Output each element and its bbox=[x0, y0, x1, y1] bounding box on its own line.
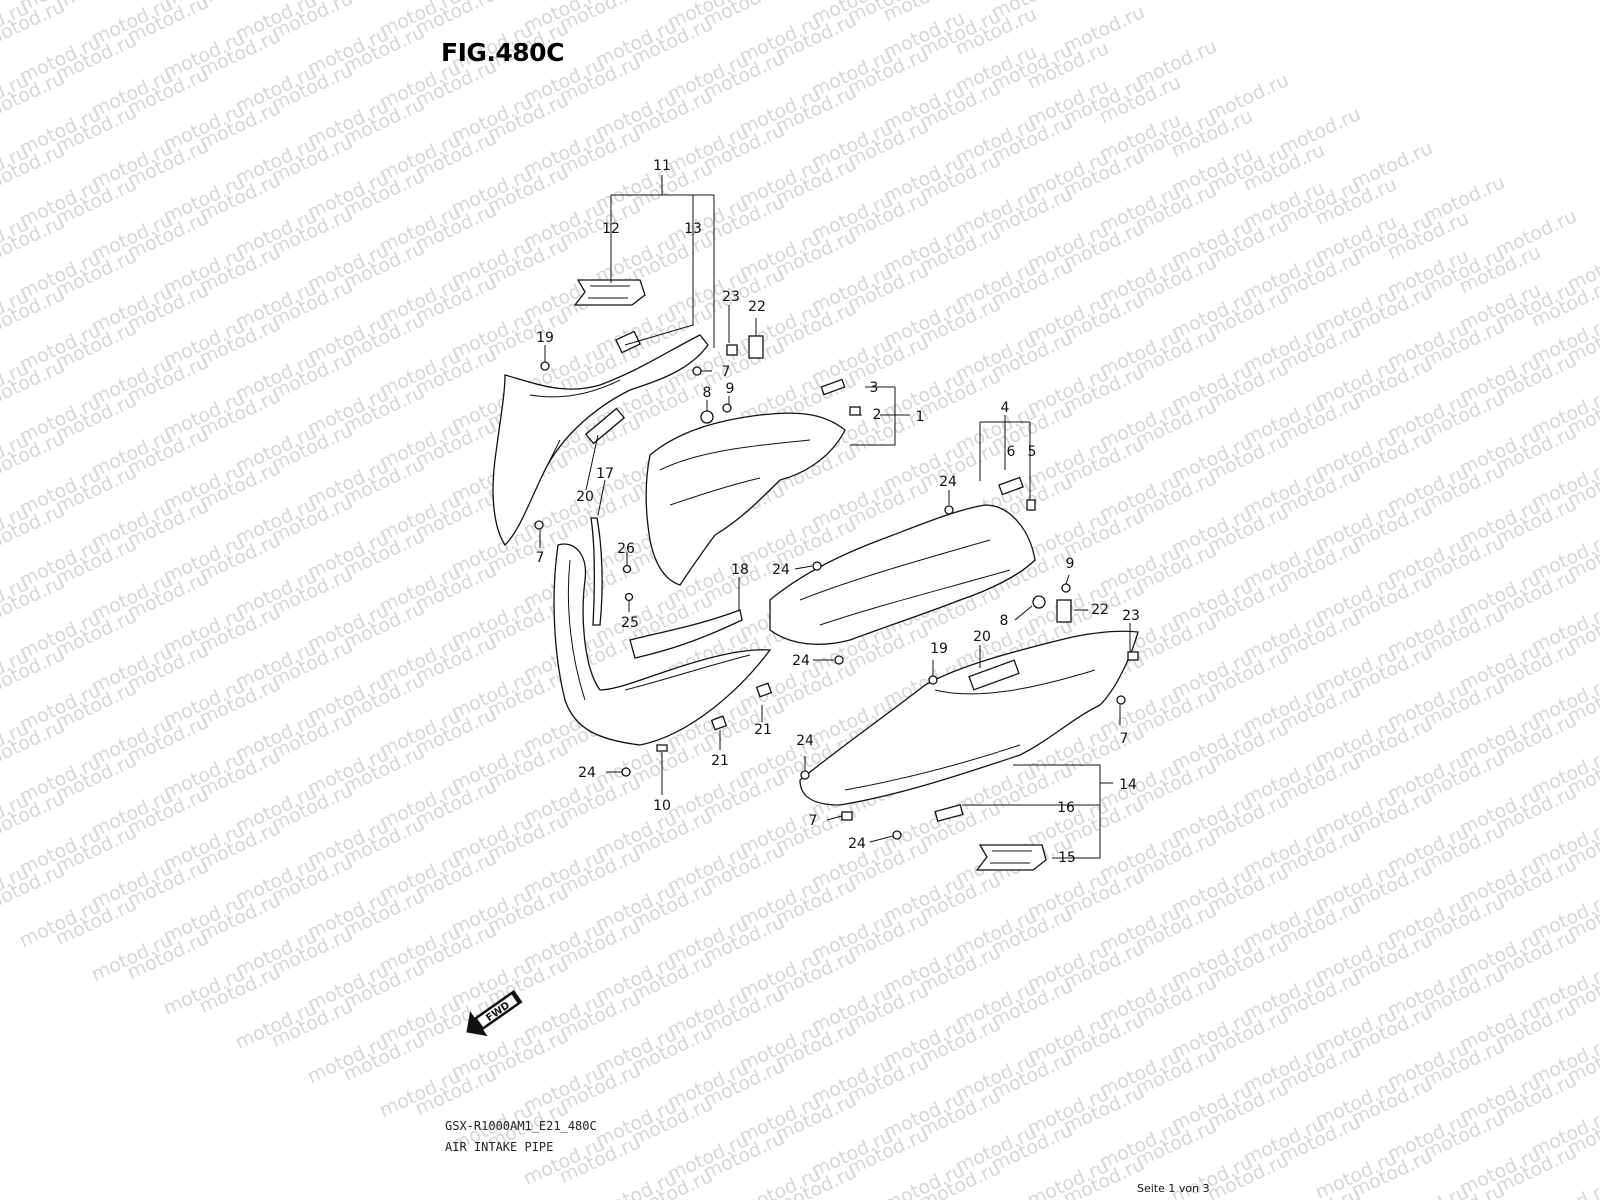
air-intake-pipe-right-rib bbox=[799, 539, 1011, 626]
callout-24-upper: 24 bbox=[939, 474, 957, 490]
callout-19-left: 19 bbox=[536, 330, 554, 346]
pad-23-lower bbox=[1127, 651, 1139, 661]
model-code: GSX-R1000AM1_E21_480C bbox=[445, 1119, 597, 1133]
callout-11: 11 bbox=[653, 158, 671, 174]
callout-4: 4 bbox=[1001, 400, 1010, 416]
callout-15: 15 bbox=[1058, 850, 1076, 866]
air-intake-pipe-left bbox=[645, 412, 846, 586]
callout-7-right: 7 bbox=[1120, 731, 1129, 747]
cushion-8-right bbox=[1032, 595, 1046, 609]
screw-9-left bbox=[722, 403, 732, 413]
callout-21-a: 21 bbox=[754, 722, 772, 738]
clip-24-right-lower bbox=[800, 770, 810, 780]
emblem-upper bbox=[573, 279, 646, 306]
clip-19-left bbox=[540, 361, 550, 371]
figure-title: FIG.480C bbox=[441, 38, 564, 67]
screw-26 bbox=[622, 564, 632, 574]
callout-21-b: 21 bbox=[711, 753, 729, 769]
clip-24-upper bbox=[944, 505, 954, 515]
stay-bracket bbox=[629, 609, 743, 659]
seal-3 bbox=[820, 378, 846, 396]
callout-22-lower: 22 bbox=[1091, 602, 1109, 618]
callout-1: 1 bbox=[916, 409, 925, 425]
callout-9-left: 9 bbox=[726, 381, 735, 397]
leader-lines bbox=[539, 175, 1131, 859]
right-lower-cover-edge bbox=[844, 669, 1096, 791]
callout-7-lower: 7 bbox=[809, 813, 818, 829]
callout-9-right: 9 bbox=[1066, 556, 1075, 572]
nut-7-right bbox=[1116, 695, 1126, 705]
screw-25 bbox=[624, 592, 634, 602]
callout-5: 5 bbox=[1028, 444, 1037, 460]
callout-14: 14 bbox=[1119, 777, 1137, 793]
callout-7-upper: 7 bbox=[722, 364, 731, 380]
callout-25: 25 bbox=[621, 615, 639, 631]
seal-2 bbox=[849, 406, 861, 416]
callout-2: 2 bbox=[873, 407, 882, 423]
clip-24-bottom bbox=[892, 830, 902, 840]
callout-8-right: 8 bbox=[1000, 613, 1009, 629]
callout-20-right: 20 bbox=[973, 629, 991, 645]
air-intake-pipe-right bbox=[769, 504, 1036, 645]
tape-16 bbox=[934, 804, 964, 822]
callout-7-left: 7 bbox=[536, 550, 545, 566]
clip-24-left-lower bbox=[621, 767, 631, 777]
seal-20-left bbox=[584, 407, 626, 445]
callout-17: 17 bbox=[596, 466, 614, 482]
left-lower-duct-panel bbox=[553, 543, 772, 746]
callout-12: 12 bbox=[602, 221, 620, 237]
emblem-lower bbox=[975, 844, 1047, 871]
cushion-8-left bbox=[700, 410, 714, 424]
seal-21-a bbox=[755, 682, 773, 698]
clip-24-center bbox=[812, 561, 822, 571]
nut-10 bbox=[656, 744, 668, 752]
callout-10: 10 bbox=[653, 798, 671, 814]
seal-5 bbox=[1026, 499, 1036, 511]
seal-22-lower bbox=[1056, 599, 1072, 623]
figure-name: AIR INTAKE PIPE bbox=[445, 1140, 554, 1154]
left-upper-cover-panel bbox=[492, 334, 709, 547]
callout-19-right: 19 bbox=[930, 641, 948, 657]
seal-21-b bbox=[710, 715, 728, 731]
callout-26: 26 bbox=[617, 541, 635, 557]
callout-24-center: 24 bbox=[772, 562, 790, 578]
right-lower-cover-panel bbox=[799, 630, 1139, 806]
callout-6: 6 bbox=[1007, 444, 1016, 460]
callout-20-left: 20 bbox=[576, 489, 594, 505]
callout-24-lower-center: 24 bbox=[792, 653, 810, 669]
callout-16: 16 bbox=[1057, 800, 1075, 816]
duct-bracket bbox=[590, 517, 603, 626]
page-number: Seite 1 von 3 bbox=[1137, 1182, 1210, 1195]
callout-24-right-lower: 24 bbox=[796, 733, 814, 749]
fwd-arrow: FWD bbox=[466, 990, 523, 1037]
seal-6 bbox=[998, 476, 1024, 496]
clip-19-right bbox=[928, 675, 938, 685]
nut-7-upper bbox=[692, 366, 702, 376]
callout-8-left: 8 bbox=[703, 385, 712, 401]
air-intake-pipe-left-rib bbox=[659, 439, 811, 506]
callout-23-lower: 23 bbox=[1122, 608, 1140, 624]
nut-7-lower bbox=[841, 811, 853, 821]
tape-13 bbox=[615, 330, 641, 354]
nut-7-left bbox=[534, 520, 544, 530]
callout-22-upper: 22 bbox=[748, 299, 766, 315]
callout-24-bottom: 24 bbox=[848, 836, 866, 852]
seal-22-upper bbox=[748, 335, 764, 359]
callout-labels: 11 12 13 23 22 19 7 8 9 3 2 1 4 6 5 24 1… bbox=[536, 158, 1140, 866]
callout-18: 18 bbox=[731, 562, 749, 578]
left-lower-duct-edge bbox=[567, 559, 751, 701]
pad-23-upper bbox=[726, 344, 738, 356]
callout-13: 13 bbox=[684, 221, 702, 237]
seal-20-right bbox=[968, 659, 1020, 691]
callout-3: 3 bbox=[870, 380, 879, 396]
callout-24-left-lower: 24 bbox=[578, 765, 596, 781]
callout-23-upper: 23 bbox=[722, 289, 740, 305]
screw-9-right bbox=[1061, 583, 1071, 593]
left-upper-cover-inner-edge bbox=[529, 379, 621, 471]
clip-24-lower-center bbox=[834, 655, 844, 665]
